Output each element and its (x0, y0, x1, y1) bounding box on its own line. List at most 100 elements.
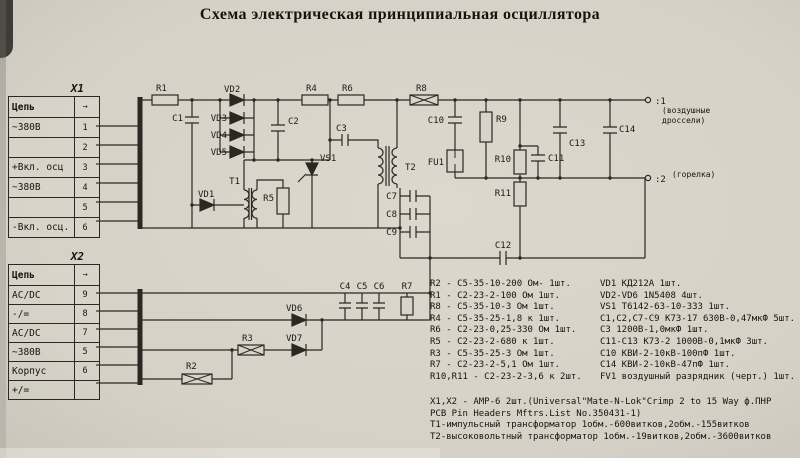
parts-row: R1 - С2-23-2-100 Ом 1шт. VD2-VD6 1N5408 … (430, 291, 796, 303)
scan-artifact-left-edge (0, 0, 6, 458)
output2-terminal (644, 174, 652, 182)
junction (558, 176, 562, 180)
part-entry: R2 - С5-35-10-200 Ом- 1шт. (430, 279, 571, 289)
label-C12: C12 (495, 241, 511, 251)
junction (453, 98, 457, 102)
caps-C7-C8-C9-wires (400, 190, 431, 258)
cap-C1-wires (185, 100, 199, 228)
connector-row: ~380В 1 (9, 117, 99, 137)
footnote-pcb-headers: PCB Pin Headers Mftrs.List No.350431-1) (430, 408, 642, 419)
junction (484, 176, 488, 180)
output1-terminal (644, 96, 652, 104)
cap-C3-wires (329, 100, 379, 160)
junction (518, 144, 522, 148)
connector-row: -/= 8 (9, 304, 99, 323)
part-entry: R10,R11 - С2-23-2-3,6 к 2шт. (430, 371, 582, 382)
caps-C13-C14-wires (553, 100, 617, 178)
pin-number: 2 (82, 142, 88, 153)
parts-row: R10,R11 - С2-23-2-3,6 к 2шт. FV1 воздушн… (430, 372, 796, 384)
connector-row: +/= (9, 380, 99, 399)
footnote-transformer-t1: Т1-импульсный трансформатор 1обм.-600вит… (430, 420, 750, 431)
junction (252, 158, 256, 162)
junction (276, 158, 280, 162)
parts-row: R7 - С2-23-2-5,1 Ом 1шт. С14 КВИ-2-10кВ-… (430, 360, 796, 372)
label-T1: T1 (229, 177, 240, 187)
label-VD7: VD7 (286, 334, 302, 344)
junction (484, 98, 488, 102)
resistor-R5-body (276, 187, 290, 215)
parts-row: R3 - С5-35-25-3 Ом 1шт. С10 КВИ-2-10кВ-1… (430, 349, 796, 361)
junction (252, 98, 256, 102)
label-VD4: VD4 (211, 131, 227, 141)
label-R5: R5 (263, 194, 274, 204)
resistor-R3-power-mark (237, 344, 265, 356)
x1-stub-wires (96, 125, 140, 222)
junction (190, 98, 194, 102)
parts-row: R4 - С5-35-25-1,8 к 1шт. С1,С2,С7-С9 К73… (430, 314, 796, 326)
junction (558, 98, 562, 102)
label-R10: R10 (495, 155, 511, 165)
circuit-label: ~380В (9, 178, 75, 197)
cap-C2-wires (271, 100, 285, 160)
label-C7: C7 (386, 192, 397, 202)
connector-row: +Вкл. осц 3 (9, 157, 99, 177)
part-entry: VS1 Т6142-63-10-333 1шт. (600, 302, 731, 313)
part-entry: С14 КВИ-2-10кВ-47пФ 1шт. (600, 360, 731, 371)
connector-header-row: Цепь → (9, 265, 99, 285)
junction (276, 98, 280, 102)
connector-x1-table: Цепь → ~380В 1 2 +Вкл. осц 3 ~380В 4 5 (8, 96, 100, 238)
diode-VD4-symbol (229, 128, 246, 142)
pin-number: 1 (82, 122, 88, 133)
connector-row: AC/DC 7 (9, 323, 99, 342)
junction (398, 226, 402, 230)
label-VD5: VD5 (211, 148, 227, 158)
resistor-R10-body (513, 149, 527, 175)
connector-header-arrow-icon: → (82, 102, 88, 112)
connector-x2-name: X2 (70, 250, 84, 263)
pin-number: 4 (82, 182, 88, 193)
label-VD2: VD2 (224, 85, 240, 95)
part-entry: R8 - С5-35-10-3 Ом 1шт. (430, 302, 555, 313)
label-output2: :2 (655, 175, 666, 185)
parts-row: R6 - С2-23-0,25-330 Ом 1шт. С3 1200В-1,0… (430, 325, 796, 337)
transformer-T2-wires (377, 100, 430, 259)
footnote-transformer-t2: Т2-высоковольтный трансформатор 1обм.-19… (430, 431, 772, 442)
diode-VD1-symbol (199, 198, 216, 212)
junction (608, 98, 612, 102)
label-C9: C9 (386, 228, 397, 238)
circuit-label (9, 198, 75, 217)
resistor-R11-body (513, 181, 527, 207)
connector-x2: X2 Цепь → AC/DC 9 -/= 8 AC/DC 7 ~380В 5 (8, 250, 100, 400)
connector-row: ~380В 4 (9, 177, 99, 197)
label-VD1: VD1 (198, 190, 214, 200)
label-C8: C8 (386, 210, 397, 220)
scan-artifact-bottom-edge (0, 448, 440, 458)
connector-header-label: Цепь (9, 97, 75, 117)
parts-row: R5 - С2-23-2-680 к 1шт. С11-С13 К73-2 10… (430, 337, 796, 349)
parts-list: R2 - С5-35-10-200 Ом- 1шт. VD1 КД212А 1ш… (430, 279, 796, 383)
page-title: Схема электрическая принципиальная осцил… (199, 6, 601, 23)
pin-number: 3 (82, 162, 88, 173)
connector-header-arrow-icon: → (82, 270, 88, 280)
label-R8: R8 (416, 84, 427, 94)
label-R2: R2 (186, 362, 197, 372)
junction-dots (190, 98, 612, 352)
pin-number: 5 (82, 202, 88, 213)
wire-layer (96, 97, 646, 385)
output2-note: (горелка) (672, 170, 716, 179)
footnote-connectors: X1,X2 - AMP-6 2шт.(Universal"Mate-N-Lok"… (430, 397, 772, 407)
junction (536, 176, 540, 180)
resistor-R7-body (400, 296, 414, 316)
connector-row: Корпус 6 (9, 361, 99, 380)
label-VS1: VS1 (320, 154, 336, 164)
circuit-label: ~380В (9, 343, 75, 361)
label-FU1: FU1 (428, 158, 444, 168)
connector-row: 2 (9, 137, 99, 157)
junction (518, 98, 522, 102)
label-R7: R7 (402, 282, 413, 292)
label-C6: C6 (374, 282, 385, 292)
divider-R10-R11-C11-wires (519, 100, 545, 258)
transformer-T2-primary-coil (377, 147, 384, 185)
